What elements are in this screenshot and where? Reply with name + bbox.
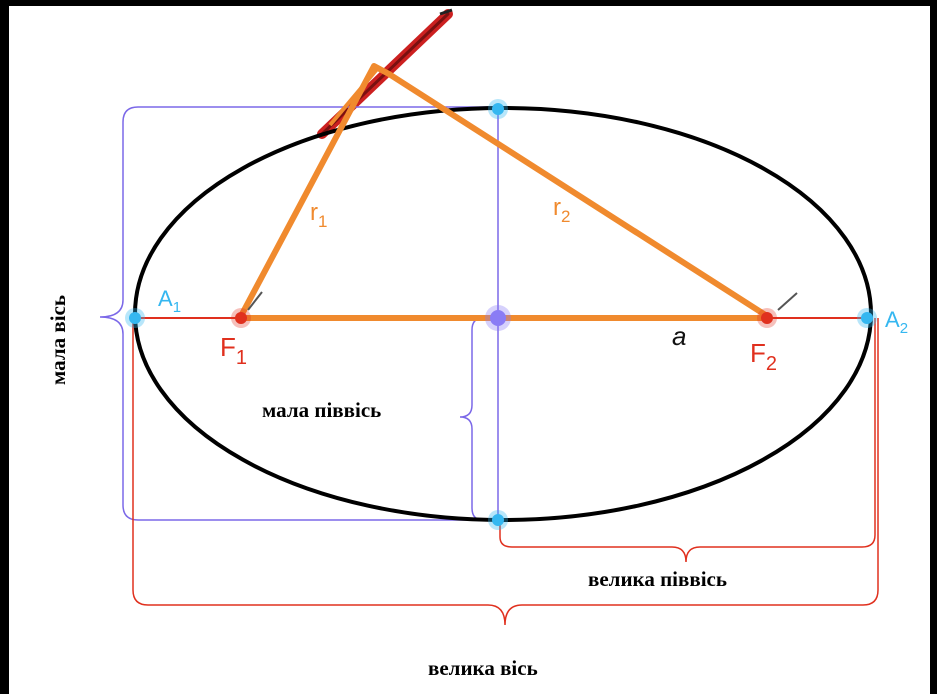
vertex-bottom-point bbox=[488, 510, 508, 530]
label-f1: F1 bbox=[220, 332, 247, 369]
center-point bbox=[485, 305, 511, 331]
minor-semi-axis-bracket bbox=[459, 317, 498, 521]
minor-axis-bracket bbox=[99, 106, 498, 521]
major-semi-axis-bracket bbox=[499, 318, 876, 563]
minor-semi-axis-label: мала піввісь bbox=[262, 398, 381, 422]
label-f2: F2 bbox=[750, 338, 777, 375]
label-a2: A2 bbox=[885, 307, 908, 337]
major-semi-axis-label: велика піввісь bbox=[588, 567, 727, 591]
minor-axis-label: мала вісь bbox=[46, 295, 70, 385]
diagram-panel bbox=[9, 6, 930, 694]
label-a1: A1 bbox=[158, 286, 181, 316]
label-a: a bbox=[672, 321, 686, 351]
vertex-a1-point bbox=[125, 308, 145, 328]
focal-radii-lines bbox=[238, 63, 769, 319]
major-axis-label: велика вісь bbox=[428, 656, 538, 680]
vertex-a2-point bbox=[857, 308, 877, 328]
focus-f2-point bbox=[757, 308, 777, 328]
label-r1: r1 bbox=[310, 199, 327, 231]
major-axis-bracket bbox=[132, 318, 879, 626]
pin-f1-icon bbox=[247, 291, 263, 311]
label-r2: r2 bbox=[553, 194, 570, 226]
pin-f2-icon bbox=[777, 292, 798, 311]
focus-f1-point bbox=[231, 308, 251, 328]
vertex-top-point bbox=[488, 99, 508, 119]
